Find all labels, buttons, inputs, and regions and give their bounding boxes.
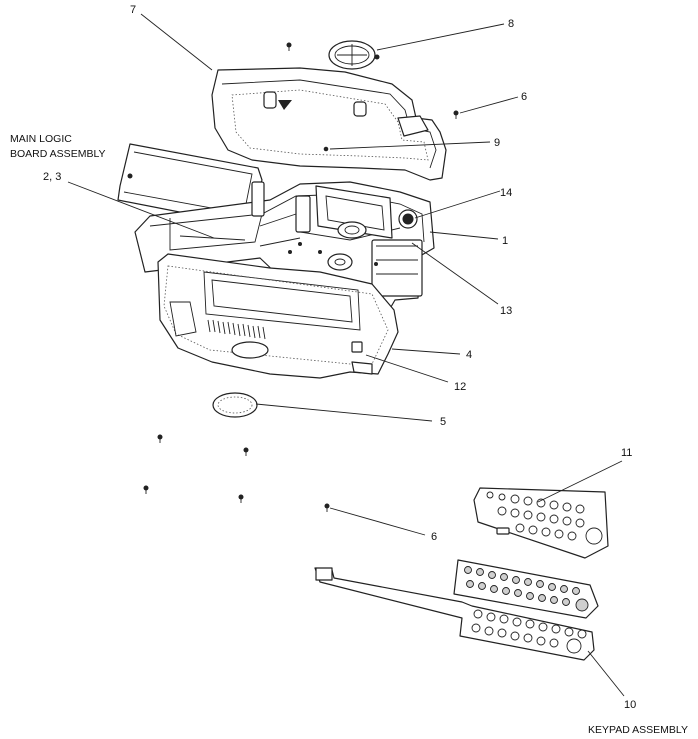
top-cover-part-7 [211,67,447,181]
callout-2-3: 2, 3 [43,171,61,183]
screw-top-left [286,42,292,51]
callout-7: 7 [130,4,136,16]
caption-keypad-assembly: KEYPAD ASSEMBLY [588,724,688,736]
callout-1: 1 [502,235,508,247]
callout-12: 12 [454,381,466,393]
caption-main-logic-line1: MAIN LOGIC [10,133,72,145]
caption-main-logic-line2: BOARD ASSEMBLY [10,148,106,160]
callout-10: 10 [624,699,636,711]
callout-6-top: 6 [521,91,527,103]
chassis-part-1 [134,181,435,313]
callout-14: 14 [500,187,512,199]
callout-4: 4 [466,349,472,361]
knob-part-14 [398,209,418,229]
round-cap-part-8 [328,40,380,70]
foot-part-5 [212,392,258,418]
screw-part-9 [323,146,329,152]
keypad-flex-part-10 [314,567,595,661]
callout-8: 8 [508,18,514,30]
vent-slots [207,319,266,340]
keypad-rubber [453,559,599,619]
keypad-bezel-part-11 [473,487,609,559]
callout-13: 13 [500,305,512,317]
callout-6-bottom: 6 [431,531,437,543]
callout-5: 5 [440,416,446,428]
leader-lines [67,13,625,697]
callout-9: 9 [494,137,500,149]
screw-part-6-top [453,110,459,119]
screws-part-6-bottom [143,434,330,512]
base-housing-part-4 [157,253,399,379]
callout-11: 11 [621,447,632,459]
